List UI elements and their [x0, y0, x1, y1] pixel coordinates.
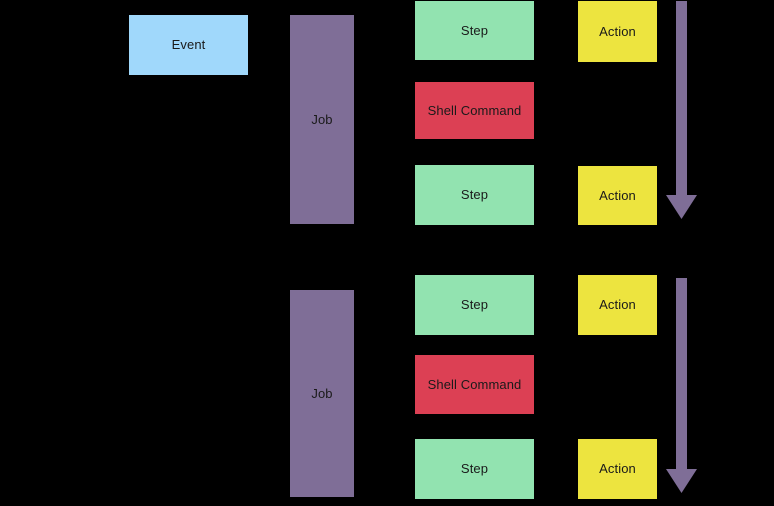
node-job-2[interactable]: Job	[290, 290, 354, 497]
node-event-1[interactable]: Event	[129, 15, 248, 75]
node-label: Shell Command	[427, 376, 522, 392]
node-step-3[interactable]: Step	[415, 275, 534, 335]
node-label: Action	[599, 297, 636, 313]
node-step-1[interactable]: Step	[415, 1, 534, 60]
node-label: Shell Command	[427, 102, 522, 118]
node-label: Step	[460, 22, 489, 38]
node-label: Event	[171, 37, 206, 53]
node-shell-2[interactable]: Shell Command	[415, 355, 534, 414]
node-label: Step	[460, 297, 489, 313]
node-label: Step	[460, 187, 489, 203]
node-label: Action	[599, 23, 636, 39]
node-label: Job	[311, 385, 333, 401]
node-label: Job	[311, 111, 333, 127]
flow-arrow-down-icon-1	[666, 1, 697, 219]
node-step-4[interactable]: Step	[415, 439, 534, 499]
node-shell-1[interactable]: Shell Command	[415, 82, 534, 139]
node-label: Step	[460, 461, 489, 477]
node-job-1[interactable]: Job	[290, 15, 354, 224]
node-label: Action	[599, 187, 636, 203]
node-action-1[interactable]: Action	[578, 1, 657, 62]
flow-arrow-down-icon-2	[666, 278, 697, 493]
node-label: Action	[599, 461, 636, 477]
node-action-3[interactable]: Action	[578, 275, 657, 335]
node-step-2[interactable]: Step	[415, 165, 534, 225]
node-action-4[interactable]: Action	[578, 439, 657, 499]
node-action-2[interactable]: Action	[578, 166, 657, 225]
